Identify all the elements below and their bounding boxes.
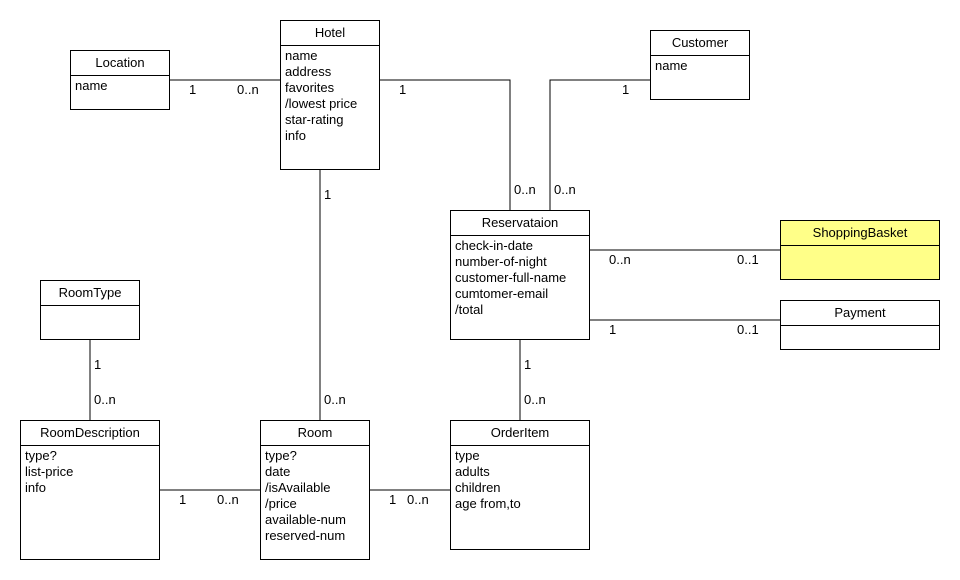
class-attribute: info [25,480,46,495]
multiplicity-hotel-reservation-to: 0..n [514,182,536,197]
class-name: RoomDescription [21,421,159,446]
multiplicity-customer-reservation-to: 0..n [554,182,576,197]
multiplicity-customer-reservation-from: 1 [622,82,630,97]
class-name: Reservataion [451,211,589,236]
multiplicity-room-orderitem-to: 0..n [407,492,429,507]
class-name: RoomType [41,281,139,306]
class-attribute: /total [455,302,484,317]
class-name: Room [261,421,369,446]
class-attribute: /lowest price [285,96,358,111]
multiplicity-reservation-basket-from: 0..n [609,252,631,267]
class-attribute: age from,to [455,496,521,511]
class-attribute: adults [455,464,490,479]
multiplicity-room-orderitem-from: 1 [389,492,397,507]
class-attribute: customer-full-name [455,270,567,285]
class-name: Hotel [281,21,379,46]
class-attributes [41,306,139,310]
class-attribute: date [265,464,291,479]
class-attribute: check-in-date [455,238,534,253]
multiplicity-reservation-orderitem-from: 1 [524,357,532,372]
class-attribute: address [285,64,332,79]
multiplicity-roomdescription-room-to: 0..n [217,492,239,507]
class-room-type[interactable]: RoomType [40,280,140,340]
class-attributes [781,246,939,250]
class-attribute: type [455,448,480,463]
class-customer[interactable]: Customer name [650,30,750,100]
class-name: ShoppingBasket [781,221,939,246]
class-attribute: name [285,48,318,63]
class-attribute: children [455,480,501,495]
multiplicity-reservation-basket-to: 0..1 [737,252,759,267]
multiplicity-hotel-room-from: 1 [324,187,332,202]
class-name: OrderItem [451,421,589,446]
class-attribute: available-num [265,512,346,527]
class-attribute: name [75,78,108,93]
multiplicity-reservation-orderitem-to: 0..n [524,392,546,407]
class-name: Customer [651,31,749,56]
class-attribute: reserved-num [265,528,346,543]
class-attribute: /price [265,496,297,511]
class-attribute: list-price [25,464,74,479]
class-attributes [781,326,939,330]
class-attribute: type? [25,448,57,463]
multiplicity-hotel-reservation-from: 1 [399,82,407,97]
class-name: Payment [781,301,939,326]
class-location[interactable]: Location name [70,50,170,110]
class-attributes: name [71,76,169,96]
class-attribute: cumtomer-email [455,286,549,301]
multiplicity-location-hotel-from: 1 [189,82,197,97]
class-attribute: star-rating [285,112,344,127]
class-attribute: favorites [285,80,335,95]
multiplicity-location-hotel-to: 0..n [237,82,259,97]
class-attribute: name [655,58,688,73]
multiplicity-reservation-payment-to: 0..1 [737,322,759,337]
multiplicity-roomtype-roomdescription-to: 0..n [94,392,116,407]
class-attributes: name [651,56,749,76]
multiplicity-hotel-room-to: 0..n [324,392,346,407]
multiplicity-roomdescription-room-from: 1 [179,492,187,507]
association-line-hotel-reservation [380,79,511,210]
multiplicity-reservation-payment-from: 1 [609,322,617,337]
class-attribute: /isAvailable [265,480,331,495]
class-attribute: type? [265,448,297,463]
class-attribute: number-of-night [455,254,547,269]
multiplicity-roomtype-roomdescription-from: 1 [94,357,102,372]
association-line-customer-reservation [549,79,650,210]
class-shopping-basket[interactable]: ShoppingBasket [780,220,940,280]
class-payment[interactable]: Payment [780,300,940,350]
class-name: Location [71,51,169,76]
class-attribute: info [285,128,306,143]
